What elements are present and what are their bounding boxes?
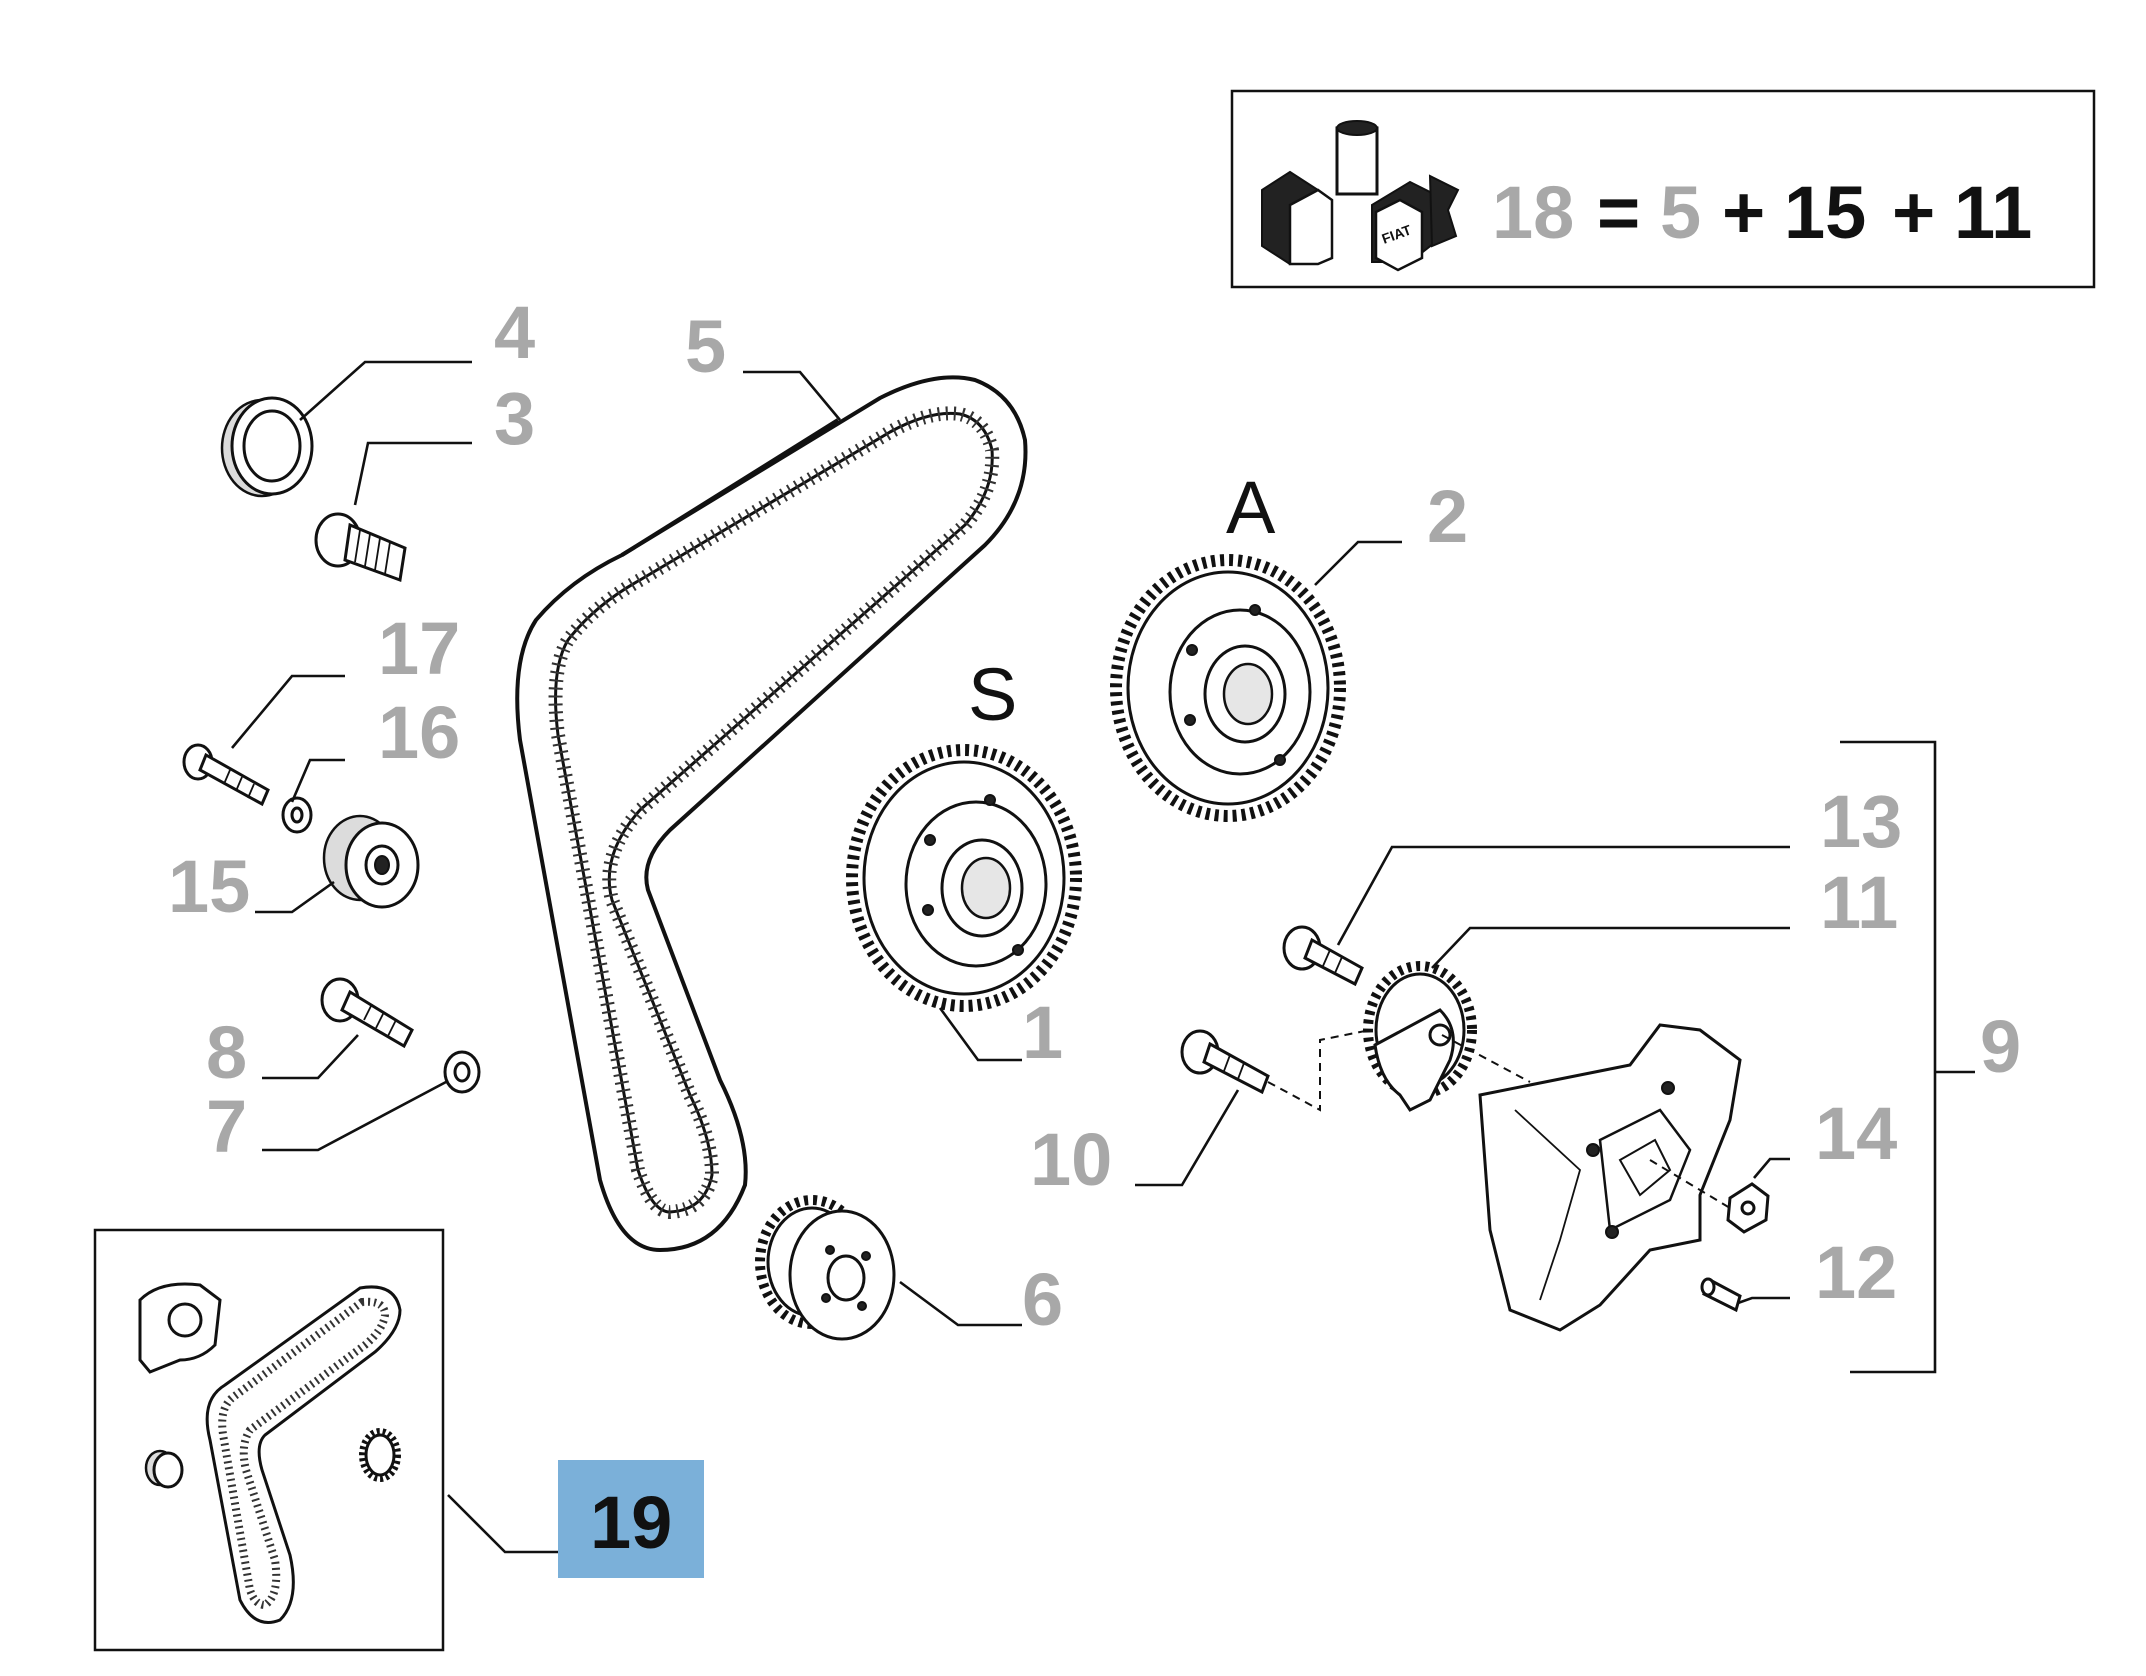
- assembly-path-11: [1441, 1034, 1531, 1083]
- callout-4: 4: [494, 291, 535, 374]
- kit-formula-box: FIAT 18 = 5 + 15 + 11: [1230, 89, 2096, 289]
- callout-11: 11: [1820, 861, 1898, 944]
- letter-s: S: [968, 653, 1017, 736]
- cam-pulley-s: [846, 744, 1082, 1012]
- bolt-8: [320, 977, 414, 1049]
- nut-14: [1726, 1182, 1770, 1234]
- callout-6: 6: [1022, 1258, 1063, 1341]
- kit-part-c: 11: [1954, 171, 2032, 254]
- callout-2: 2: [1427, 475, 1468, 558]
- callout-15: 15: [168, 845, 250, 928]
- kit-part-a: 5: [1660, 171, 1701, 254]
- crank-sprocket: [755, 1195, 896, 1341]
- bolt-3: [314, 512, 407, 583]
- callout-5: 5: [685, 305, 726, 388]
- bolt-10: [1180, 1029, 1270, 1095]
- water-pump-housing: [1478, 1023, 1742, 1332]
- kit-part-b: 15: [1784, 171, 1866, 254]
- kit-logo-icon: FIAT: [1261, 120, 1460, 272]
- cam-pulley-a: [1110, 554, 1346, 822]
- callout-16: 16: [378, 691, 460, 774]
- callout-19-highlight: 19: [558, 1460, 704, 1578]
- callout-14: 14: [1815, 1092, 1897, 1175]
- callout-9: 9: [1980, 1005, 2021, 1088]
- callout-8: 8: [206, 1011, 247, 1094]
- bolt-13: [1282, 925, 1364, 987]
- bolt-17: [182, 743, 270, 807]
- leader-lines: [231, 360, 1975, 1554]
- callout-13: 13: [1820, 780, 1902, 863]
- callout-7: 7: [206, 1085, 247, 1168]
- inset-kit-box: [93, 1228, 445, 1652]
- callout-17: 17: [378, 607, 460, 690]
- washer-16: [281, 796, 313, 834]
- callout-10: 10: [1030, 1118, 1112, 1201]
- timing-belt: [515, 375, 1028, 1253]
- seal-ring: [220, 396, 314, 498]
- kit-plus-1: +: [1722, 171, 1765, 254]
- assembly-path-14: [1649, 1159, 1731, 1209]
- callout-3: 3: [494, 377, 535, 460]
- callout-12: 12: [1815, 1231, 1897, 1314]
- kit-equals: =: [1597, 171, 1640, 254]
- kit-plus-2: +: [1892, 171, 1935, 254]
- spacer-7: [443, 1050, 481, 1094]
- callout-labels: 4 3 5 A 2 S 17 16 15 8 7 1 6 10 13 11 9 …: [168, 291, 2021, 1341]
- callout-19: 19: [590, 1481, 672, 1564]
- assembly-path-10: [1267, 1029, 1371, 1112]
- letter-a: A: [1226, 466, 1276, 549]
- idler-roller-15: [322, 814, 420, 909]
- stud-12: [1700, 1277, 1742, 1313]
- tensioner-11: [1363, 961, 1477, 1112]
- kit-number: 18: [1492, 171, 1574, 254]
- callout-1: 1: [1022, 991, 1063, 1074]
